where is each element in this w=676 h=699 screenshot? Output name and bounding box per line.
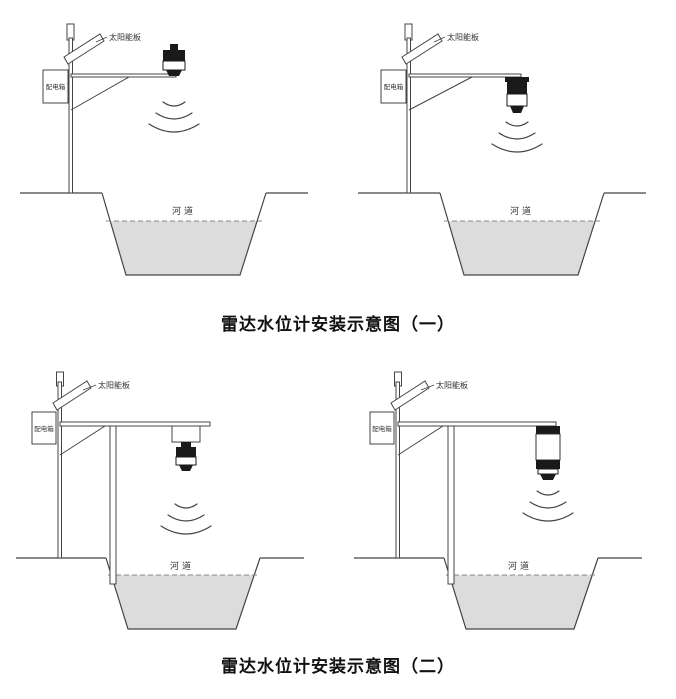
channel-outline bbox=[101, 192, 267, 276]
caption-figure-1: 雷达水位计安装示意图（一） bbox=[221, 315, 455, 334]
channel-outline bbox=[105, 557, 261, 630]
beam-brace bbox=[397, 425, 444, 456]
pole bbox=[406, 37, 411, 194]
solar-panel-label: 太阳能板 bbox=[436, 380, 468, 390]
power-box bbox=[31, 411, 57, 445]
mounting-beam bbox=[397, 421, 557, 427]
diagram-1b-svg: 河道 太阳能板 配电箱 bbox=[358, 23, 646, 276]
diagram-2a: 河道 太阳能板 配电箱 bbox=[10, 370, 310, 660]
radar-sensor bbox=[162, 44, 186, 76]
power-box-label: 配电箱 bbox=[372, 424, 392, 433]
river-label: 河道 bbox=[172, 205, 196, 216]
water bbox=[449, 575, 593, 629]
solar-panel-label: 太阳能板 bbox=[98, 380, 130, 390]
arm-brace bbox=[408, 76, 473, 111]
beam-brace bbox=[59, 425, 106, 456]
river-label: 河道 bbox=[170, 560, 194, 571]
solar-panel-leader-line bbox=[95, 36, 108, 43]
diagram-1a: 河道 太阳能板 配电箱 bbox=[14, 8, 314, 298]
pole bbox=[57, 381, 62, 559]
caption-figure-2: 雷达水位计安装示意图（二） bbox=[221, 657, 455, 676]
support-column bbox=[447, 425, 455, 585]
solar-panel-leader-line bbox=[433, 36, 446, 43]
mounting-arm bbox=[408, 73, 522, 78]
power-box bbox=[42, 69, 69, 104]
arm-brace bbox=[70, 76, 130, 111]
solar-panel bbox=[52, 380, 92, 411]
support-column bbox=[109, 425, 117, 585]
solar-panel-leader-line bbox=[420, 384, 435, 391]
signal-waves bbox=[491, 121, 543, 153]
radar-sensor bbox=[505, 77, 529, 113]
water bbox=[110, 221, 258, 275]
diagram-1b: 河道 太阳能板 配电箱 bbox=[352, 8, 652, 298]
solar-panel bbox=[63, 33, 105, 65]
signal-waves bbox=[522, 490, 574, 522]
solar-panel bbox=[401, 33, 443, 65]
power-box bbox=[369, 411, 395, 445]
solar-panel-label: 太阳能板 bbox=[109, 32, 141, 42]
power-box-label: 配电箱 bbox=[46, 82, 66, 91]
pole bbox=[68, 37, 73, 194]
solar-panel bbox=[390, 380, 430, 411]
diagram-1a-svg: 河道 太阳能板 配电箱 bbox=[20, 23, 308, 276]
mounting-arm bbox=[70, 73, 177, 78]
sensor-bracket bbox=[171, 425, 201, 443]
water bbox=[448, 221, 596, 275]
channel-outline bbox=[443, 557, 599, 630]
radar-sensor bbox=[535, 426, 561, 480]
solar-panel-leader-line bbox=[82, 384, 97, 391]
diagram-2b: 河道 太阳能板 配电箱 bbox=[348, 370, 648, 660]
diagram-2a-svg: 河道 太阳能板 配电箱 bbox=[16, 371, 304, 630]
signal-waves bbox=[148, 101, 200, 133]
river-label: 河道 bbox=[510, 205, 534, 216]
power-box-label: 配电箱 bbox=[34, 424, 54, 433]
water bbox=[111, 575, 255, 629]
signal-waves bbox=[160, 503, 212, 535]
power-box-label: 配电箱 bbox=[384, 82, 404, 91]
mounting-beam bbox=[59, 421, 211, 427]
river-label: 河道 bbox=[508, 560, 532, 571]
solar-panel-label: 太阳能板 bbox=[447, 32, 479, 42]
channel-outline bbox=[439, 192, 605, 276]
pole bbox=[395, 381, 400, 559]
diagram-2b-svg: 河道 太阳能板 配电箱 bbox=[354, 371, 642, 630]
radar-sensor bbox=[175, 442, 197, 471]
power-box bbox=[380, 69, 407, 104]
